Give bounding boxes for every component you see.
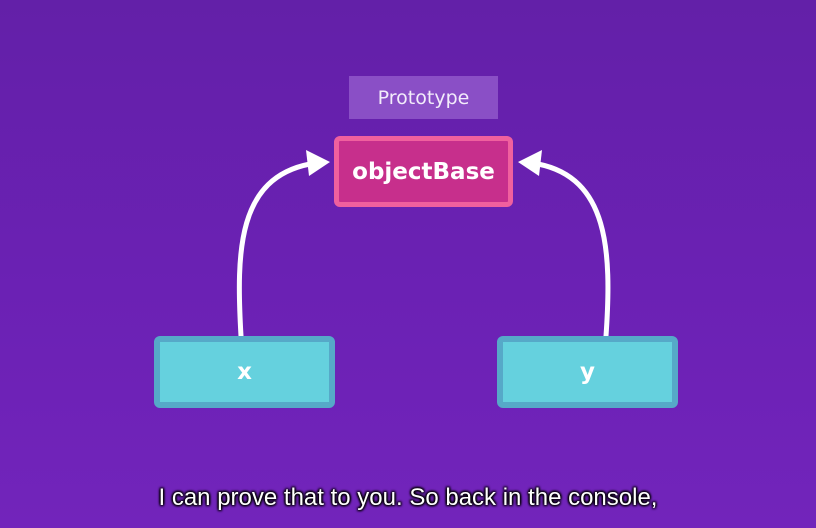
arrow-x-to-objectbase <box>236 161 313 339</box>
video-caption: I can prove that to you. So back in the … <box>158 484 658 511</box>
objectbase-node: objectBase <box>334 136 513 207</box>
y-node: y <box>497 336 678 408</box>
x-node: x <box>154 336 335 408</box>
arrowhead-left-icon <box>306 150 330 176</box>
arrow-y-to-objectbase <box>535 161 611 339</box>
prototype-label: Prototype <box>349 76 498 119</box>
arrowhead-right-icon <box>518 150 542 176</box>
